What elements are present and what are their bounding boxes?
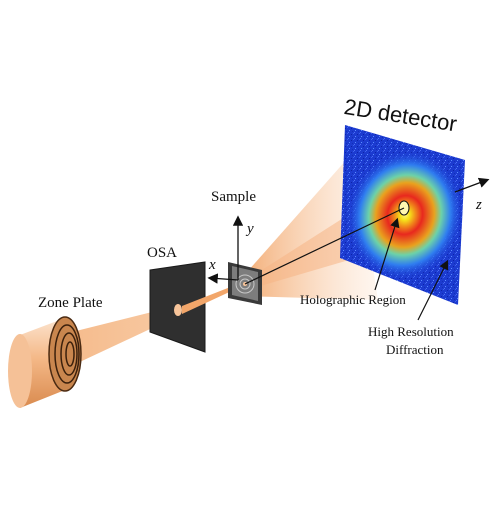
x-axis-line: [207, 273, 239, 284]
zone-plate-label: Zone Plate: [38, 295, 103, 311]
holographic-pointer: [374, 217, 400, 291]
holographic-region-label: Holographic Region: [300, 292, 406, 307]
2d-detector: [340, 125, 465, 305]
high-res-pointer: [417, 259, 449, 321]
high-res-label-line1: High Resolution: [368, 324, 454, 339]
sample-label: Sample: [211, 189, 256, 205]
osa-pinhole: [174, 304, 182, 316]
osa-label: OSA: [147, 245, 178, 261]
central-beam-line: [244, 207, 405, 285]
z-axis-line: [454, 177, 490, 193]
y-axis-label: y: [247, 221, 254, 237]
focused-beam: [182, 284, 238, 314]
z-axis-label: z: [476, 197, 482, 213]
high-res-label-line2: Diffraction: [386, 342, 444, 357]
zone-plate: [8, 316, 82, 408]
x-axis-label: x: [209, 257, 216, 273]
